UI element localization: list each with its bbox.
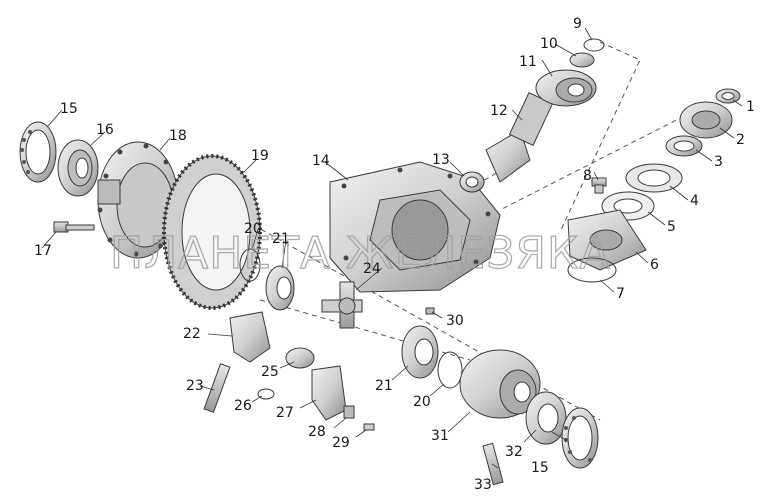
callout-label-15: 15 [60, 101, 78, 117]
callout-label-23: 23 [186, 378, 204, 394]
part-31-diff-case-half [459, 349, 541, 419]
callout-label-7: 7 [616, 286, 625, 302]
part-30-pin [425, 307, 435, 315]
callout-label-6: 6 [650, 257, 659, 273]
part-27-diff-case-shell [311, 365, 347, 421]
part-12-drive-pinion [485, 91, 554, 183]
callout-label-26: 26 [234, 398, 252, 414]
part-7-gasket [567, 257, 617, 283]
callout-label-18: 18 [169, 128, 187, 144]
part-26-washer [257, 388, 275, 400]
part-11-pinion-bearing-cage [535, 69, 597, 107]
part-9-washer [583, 38, 605, 52]
part-1-nut [715, 88, 741, 104]
callout-label-13: 13 [432, 152, 450, 168]
callout-label-1: 1 [746, 99, 755, 115]
callout-label-31: 31 [431, 428, 449, 444]
callout-label-11: 11 [519, 54, 537, 70]
part-4-gasket [625, 163, 683, 193]
callout-label-27: 27 [276, 405, 294, 421]
callout-label-30: 30 [446, 313, 464, 329]
callout-label-28: 28 [308, 424, 326, 440]
part-20-thrust-washer-upper [239, 248, 261, 282]
part-2-flange [679, 101, 733, 139]
callout-label-16: 16 [96, 122, 114, 138]
callout-label-12: 12 [490, 103, 508, 119]
callout-label-20: 20 [244, 221, 262, 237]
part-32-bearing [525, 391, 567, 445]
callout-label-32: 32 [505, 444, 523, 460]
watermark-text: ПЛАНЕТА ЖЕЛЕЗЯКА [110, 228, 610, 279]
callout-label-20: 20 [413, 394, 431, 410]
callout-label-25: 25 [261, 364, 279, 380]
part-17-bolt [53, 221, 95, 233]
part-29-screw [363, 423, 375, 431]
part-16-bearing [57, 139, 99, 197]
part-21-side-gear-lower [401, 325, 439, 379]
callout-label-9: 9 [573, 16, 582, 32]
part-33-bolt [482, 442, 504, 486]
part-10-bearing [569, 52, 595, 68]
part-28-lock-plate [343, 405, 355, 419]
callout-label-10: 10 [540, 36, 558, 52]
part-8-bolt [591, 177, 607, 194]
part-19-ring-gear [162, 154, 262, 310]
callout-label-21: 21 [272, 231, 290, 247]
callout-label-22: 22 [183, 326, 201, 342]
part-15-bearing-cage-left [19, 121, 57, 183]
callout-label-33: 33 [474, 477, 492, 493]
callout-label-15: 15 [531, 460, 549, 476]
part-13-bearing [459, 171, 485, 193]
callout-label-29: 29 [332, 435, 350, 451]
leader-lines [41, 27, 743, 469]
callout-labels: 1234567891011121314151617181920212223242… [34, 16, 755, 493]
part-14-carrier-housing [329, 161, 501, 293]
callout-label-2: 2 [736, 132, 745, 148]
part-6-cover [567, 209, 647, 271]
callout-label-8: 8 [583, 168, 592, 184]
callout-label-4: 4 [690, 193, 699, 209]
callout-label-17: 17 [34, 243, 52, 259]
callout-label-21: 21 [375, 378, 393, 394]
part-24-spider-cross [321, 281, 363, 329]
part-3-oil-seal [665, 135, 703, 157]
callout-label-24: 24 [363, 261, 381, 277]
part-22-diff-case-shell [229, 311, 271, 363]
callout-label-3: 3 [714, 154, 723, 170]
part-20-thrust-washer-lower [437, 351, 463, 389]
part-23-bolt [203, 363, 231, 413]
callout-label-5: 5 [667, 219, 676, 235]
part-25-pinion-gear [285, 347, 315, 369]
part-21-side-gear-upper [265, 265, 295, 311]
callout-label-14: 14 [312, 153, 330, 169]
part-15-bearing-cage-right [561, 407, 599, 469]
callout-label-19: 19 [251, 148, 269, 164]
